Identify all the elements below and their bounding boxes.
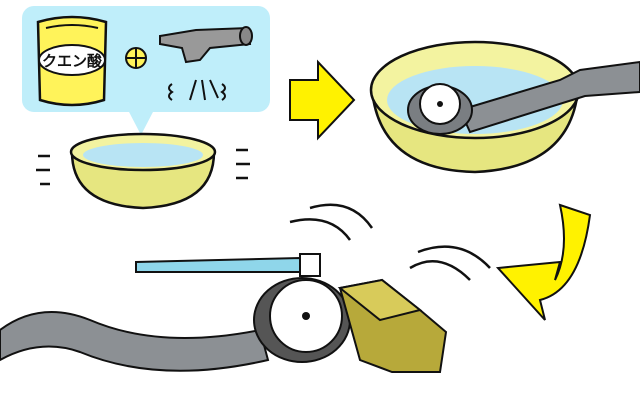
faucet-icon	[159, 26, 253, 101]
shower-head	[253, 277, 351, 363]
citric-acid-can: クエン酸	[36, 15, 108, 107]
basin-with-solution	[36, 132, 250, 210]
arrow-right-icon	[289, 59, 356, 141]
shower-hose	[0, 311, 270, 372]
sponge	[337, 278, 448, 373]
can-label: クエン酸	[42, 52, 103, 70]
arrow-down-left-icon	[495, 203, 592, 321]
plus-icon	[125, 47, 147, 69]
basin-soaking-shower-head	[369, 40, 640, 174]
toothbrush	[135, 253, 321, 277]
motion-lines	[289, 203, 491, 281]
